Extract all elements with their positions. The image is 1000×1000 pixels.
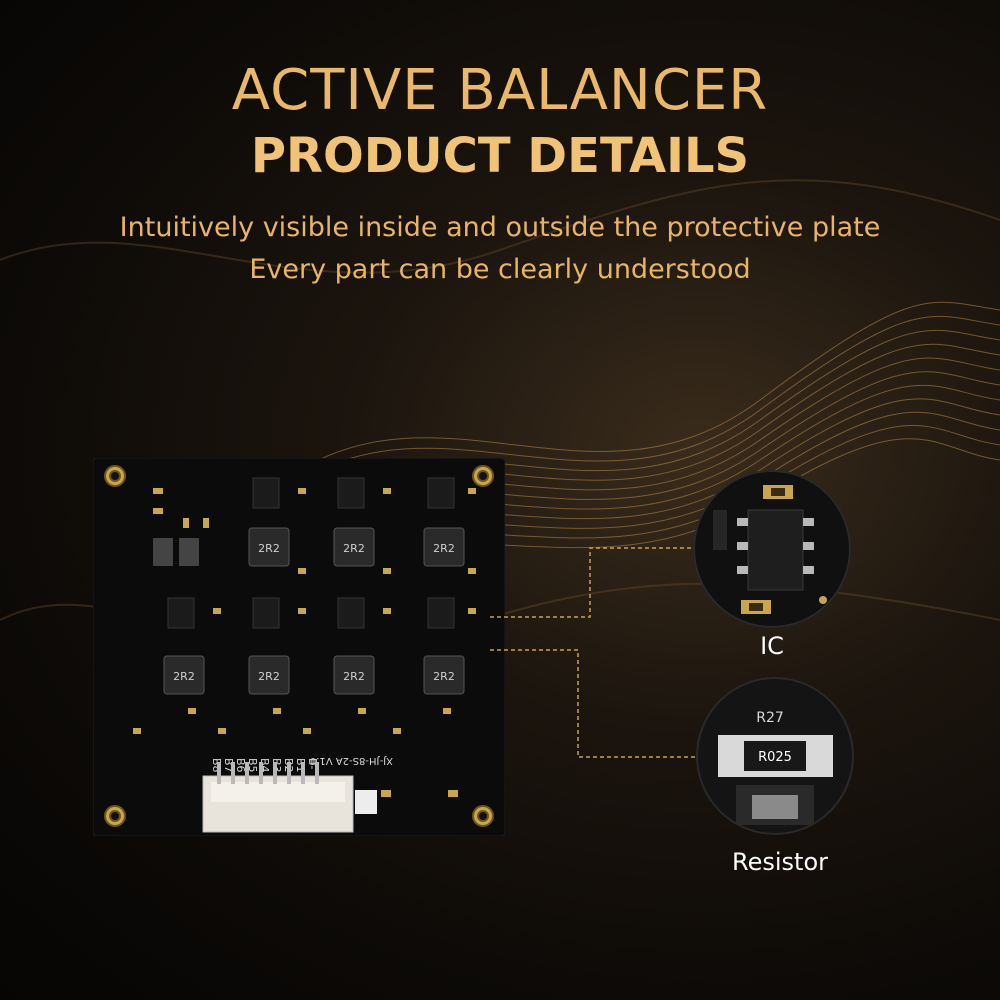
resistor-marking: R025 [758, 750, 792, 765]
connector-label: B- [306, 758, 319, 770]
inductor-marking: 2R2 [433, 670, 455, 683]
ic-zoom-circle [693, 470, 851, 628]
inductor-marking: 2R2 [173, 670, 195, 683]
resistor-zoom-circle: R27 R025 [696, 677, 854, 835]
ic-label: IC [760, 632, 784, 660]
inductor-marking: 2R2 [343, 670, 365, 683]
ic-chips [167, 477, 455, 629]
inductors [163, 527, 465, 695]
inductor-marking: 2R2 [433, 542, 455, 555]
connector-label: B6 [234, 758, 247, 773]
page-title-line1: ACTIVE BALANCER [231, 58, 769, 123]
connector-label: B1 [294, 758, 307, 773]
pcb-board: 2R2 2R2 2R2 2R2 2R2 2R2 2R2 B8 B7 B6 B5 … [93, 458, 505, 836]
mounting-holes [104, 465, 494, 827]
inductor-marking: 2R2 [343, 542, 365, 555]
smd-pads [133, 488, 476, 797]
subtitle-line1: Intuitively visible inside and outside t… [119, 212, 881, 243]
resistor-label: Resistor [732, 848, 828, 876]
wire-connector [202, 762, 377, 833]
inductor-marking: 2R2 [258, 670, 280, 683]
connector-label: B5 [246, 758, 259, 773]
page-title-line2: PRODUCT DETAILS [250, 128, 750, 184]
connector-label: B8 [210, 758, 223, 773]
inductor-marking: 2R2 [258, 542, 280, 555]
resistor-reference: R27 [756, 710, 784, 726]
subtitle-line2: Every part can be clearly understood [249, 254, 751, 285]
board-model-text: XJ-JH-8S-2A V1.0 [310, 755, 393, 766]
